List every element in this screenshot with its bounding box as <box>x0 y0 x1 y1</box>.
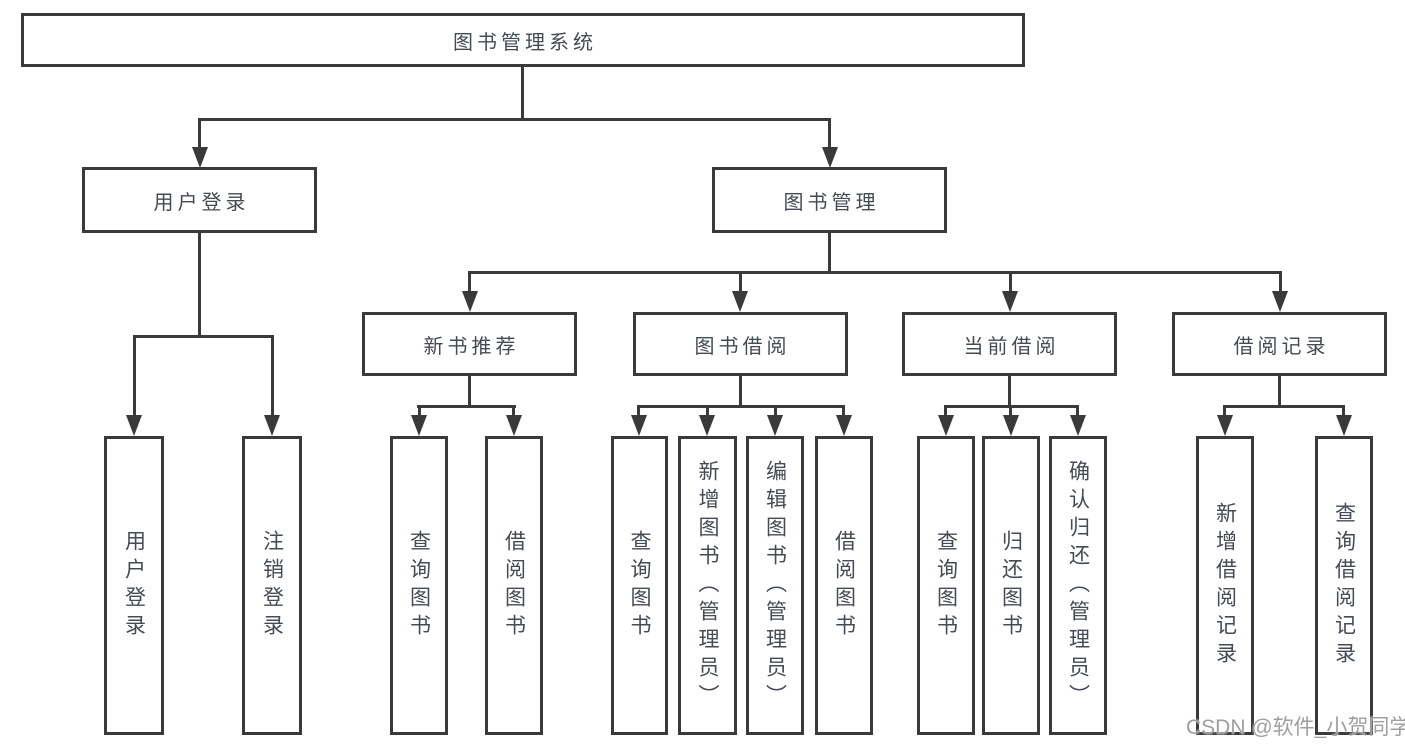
connector-user-login-rail <box>133 335 274 338</box>
leaf-logout-label: 注销登录 <box>260 529 284 642</box>
arrowhead-user-login <box>192 147 208 168</box>
leaf-bb-add-books-admin: 新增图书（管理员） <box>678 436 737 735</box>
connector-leaf-cb-return-drop <box>1009 405 1012 417</box>
connector-leaf-cb-confirm-drop <box>1076 405 1079 417</box>
arrowhead-leaf-user-login <box>126 415 142 436</box>
node-root-label: 图书管理系统 <box>453 31 597 54</box>
arrowhead-leaf-cb-query <box>938 415 954 436</box>
node-new-books-label: 新书推荐 <box>423 335 520 358</box>
connector-new-books-drop <box>468 271 471 293</box>
connector-borrow-records-drop <box>1279 271 1282 293</box>
node-borrow-records: 借阅记录 <box>1172 312 1387 376</box>
leaf-bb-borrow-books: 借阅图书 <box>815 436 873 735</box>
leaf-user-login: 用户登录 <box>104 436 164 735</box>
leaf-bb-edit-books-admin: 编辑图书（管理员） <box>746 436 804 735</box>
node-new-books: 新书推荐 <box>362 312 577 376</box>
connector-book-mgmt-drop <box>828 118 831 149</box>
connector-level3-rail <box>468 271 1281 274</box>
connector-leaf-bb-add-drop <box>706 405 709 417</box>
arrowhead-book-borrow <box>732 291 748 312</box>
csdn-watermark: CSDN @软件_小贺同学 <box>1186 716 1405 739</box>
arrowhead-borrow-records <box>1272 291 1288 312</box>
leaf-cb-query-books: 查询图书 <box>917 436 975 735</box>
connector-book-mgmt-stem <box>828 230 831 273</box>
leaf-cb-return-books: 归还图书 <box>982 436 1040 735</box>
connector-leaf-logout-drop <box>271 335 274 416</box>
arrowhead-leaf-bb-query <box>631 415 647 436</box>
connector-book-borrow-drop <box>739 271 742 293</box>
connector-book-borrow-stem <box>739 373 742 407</box>
leaf-nb-query-books: 查询图书 <box>390 436 448 735</box>
arrowhead-leaf-cb-confirm <box>1070 415 1086 436</box>
leaf-nb-borrow-books: 借阅图书 <box>485 436 543 735</box>
connector-leaf-nb-query-drop <box>418 405 421 417</box>
connector-borrow-records-rail <box>1223 405 1345 408</box>
arrowhead-new-books <box>462 291 478 312</box>
leaf-user-login-label: 用户登录 <box>122 529 146 642</box>
connector-borrow-records-stem <box>1278 373 1281 407</box>
node-book-mgmt-label: 图书管理 <box>783 191 880 214</box>
arrowhead-current-borrow <box>1002 291 1018 312</box>
node-borrow-records-label: 借阅记录 <box>1233 335 1330 358</box>
leaf-logout: 注销登录 <box>242 436 302 735</box>
leaf-nb-borrow-books-label: 借阅图书 <box>502 529 526 642</box>
arrowhead-leaf-nb-borrow <box>506 415 522 436</box>
leaf-cb-return-books-label: 归还图书 <box>999 529 1023 642</box>
connector-root-stem <box>521 65 524 120</box>
arrowhead-leaf-bb-add <box>699 415 715 436</box>
node-current-borrow-label: 当前借阅 <box>963 335 1060 358</box>
connector-leaf-nb-borrow-drop <box>512 405 515 417</box>
connector-current-borrow-stem <box>1008 373 1011 407</box>
connector-leaf-cb-query-drop <box>944 405 947 417</box>
leaf-bb-query-books: 查询图书 <box>611 436 668 735</box>
connector-current-borrow-drop <box>1009 271 1012 293</box>
node-book-borrow: 图书借阅 <box>633 312 848 376</box>
leaf-cb-confirm-return-admin-label: 确认归还（管理员） <box>1066 459 1090 712</box>
arrowhead-leaf-br-query <box>1336 415 1352 436</box>
connector-leaf-bb-borrow-drop <box>842 405 845 417</box>
leaf-bb-borrow-books-label: 借阅图书 <box>832 529 856 642</box>
node-current-borrow: 当前借阅 <box>902 312 1117 376</box>
leaf-cb-confirm-return-admin: 确认归还（管理员） <box>1049 436 1107 735</box>
connector-new-books-rail <box>417 405 516 408</box>
connector-new-books-stem <box>468 373 471 407</box>
arrowhead-leaf-bb-borrow <box>836 415 852 436</box>
leaf-bb-add-books-admin-label: 新增图书（管理员） <box>696 459 719 712</box>
arrowhead-leaf-br-add <box>1217 415 1233 436</box>
leaf-br-add-record: 新增借阅记录 <box>1196 436 1254 735</box>
node-user-login-label: 用户登录 <box>153 191 250 214</box>
node-user-login: 用户登录 <box>82 167 317 233</box>
leaf-br-query-record: 查询借阅记录 <box>1315 436 1373 735</box>
arrowhead-leaf-bb-edit <box>767 415 783 436</box>
leaf-bb-edit-books-admin-label: 编辑图书（管理员） <box>763 459 787 712</box>
arrowhead-leaf-logout <box>264 415 280 436</box>
node-book-borrow-label: 图书借阅 <box>694 335 791 358</box>
connector-book-borrow-rail <box>637 405 845 408</box>
connector-leaf-bb-edit-drop <box>774 405 777 417</box>
connector-user-login-drop <box>198 118 201 149</box>
connector-level2-rail <box>198 118 831 121</box>
leaf-nb-query-books-label: 查询图书 <box>407 529 431 642</box>
arrowhead-leaf-cb-return <box>1003 415 1019 436</box>
connector-user-login-stem <box>198 230 201 337</box>
arrowhead-book-mgmt <box>822 147 838 168</box>
leaf-br-add-record-label: 新增借阅记录 <box>1213 501 1237 670</box>
leaf-cb-query-books-label: 查询图书 <box>934 529 958 642</box>
node-book-mgmt: 图书管理 <box>712 167 947 233</box>
arrowhead-leaf-nb-query <box>411 415 427 436</box>
node-root: 图书管理系统 <box>21 13 1025 67</box>
leaf-br-query-record-label: 查询借阅记录 <box>1332 501 1356 670</box>
connector-leaf-br-query-drop <box>1342 405 1345 417</box>
connector-leaf-br-add-drop <box>1223 405 1226 417</box>
connector-leaf-bb-query-drop <box>637 405 640 417</box>
leaf-bb-query-books-label: 查询图书 <box>628 529 651 642</box>
connector-leaf-user-login-drop <box>133 335 136 416</box>
